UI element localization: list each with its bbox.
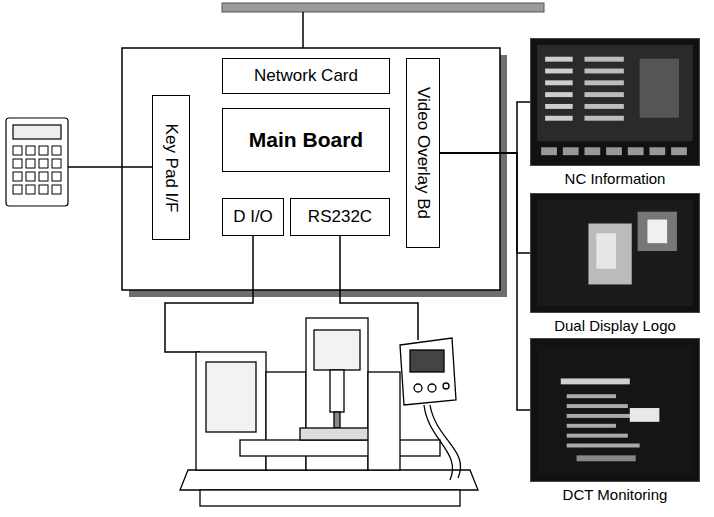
box-label: Network Card (254, 66, 358, 86)
network-bus (222, 3, 544, 12)
keypad-cable (68, 166, 152, 168)
box-label: Main Board (249, 128, 363, 152)
box-label: Key Pad I/F (161, 123, 181, 212)
video-overlay-box: Video Overlay Bd (406, 58, 440, 248)
dio-cable (165, 236, 253, 352)
box-label: D I/O (233, 207, 273, 227)
screen-caption: NC Information (565, 170, 666, 187)
box-label: Video Overlay Bd (413, 87, 433, 219)
keypad-interface-box: Key Pad I/F (152, 95, 190, 240)
keypad-illustration (6, 118, 68, 206)
main-board-box: Main Board (222, 108, 390, 172)
network-card-box: Network Card (222, 58, 390, 94)
screen-caption: DCT Monitoring (563, 486, 668, 503)
monitoring-screen: DCT Monitoring (530, 338, 700, 482)
machine-tool-illustration (180, 318, 478, 506)
digital-io-box: D I/O (222, 198, 284, 236)
serial-port-box: RS232C (290, 198, 390, 236)
screen-caption: Dual Display Logo (554, 317, 676, 334)
screen-picture (531, 39, 699, 165)
nc-screen: NC Information (530, 38, 700, 166)
box-label: RS232C (308, 207, 372, 227)
controller-housing (122, 48, 500, 290)
logo-screen: Dual Display Logo (530, 193, 700, 313)
screen-picture (531, 194, 699, 312)
video-line (440, 153, 530, 410)
video-line (440, 102, 530, 153)
network-drop (302, 12, 304, 48)
screen-picture (531, 339, 699, 481)
